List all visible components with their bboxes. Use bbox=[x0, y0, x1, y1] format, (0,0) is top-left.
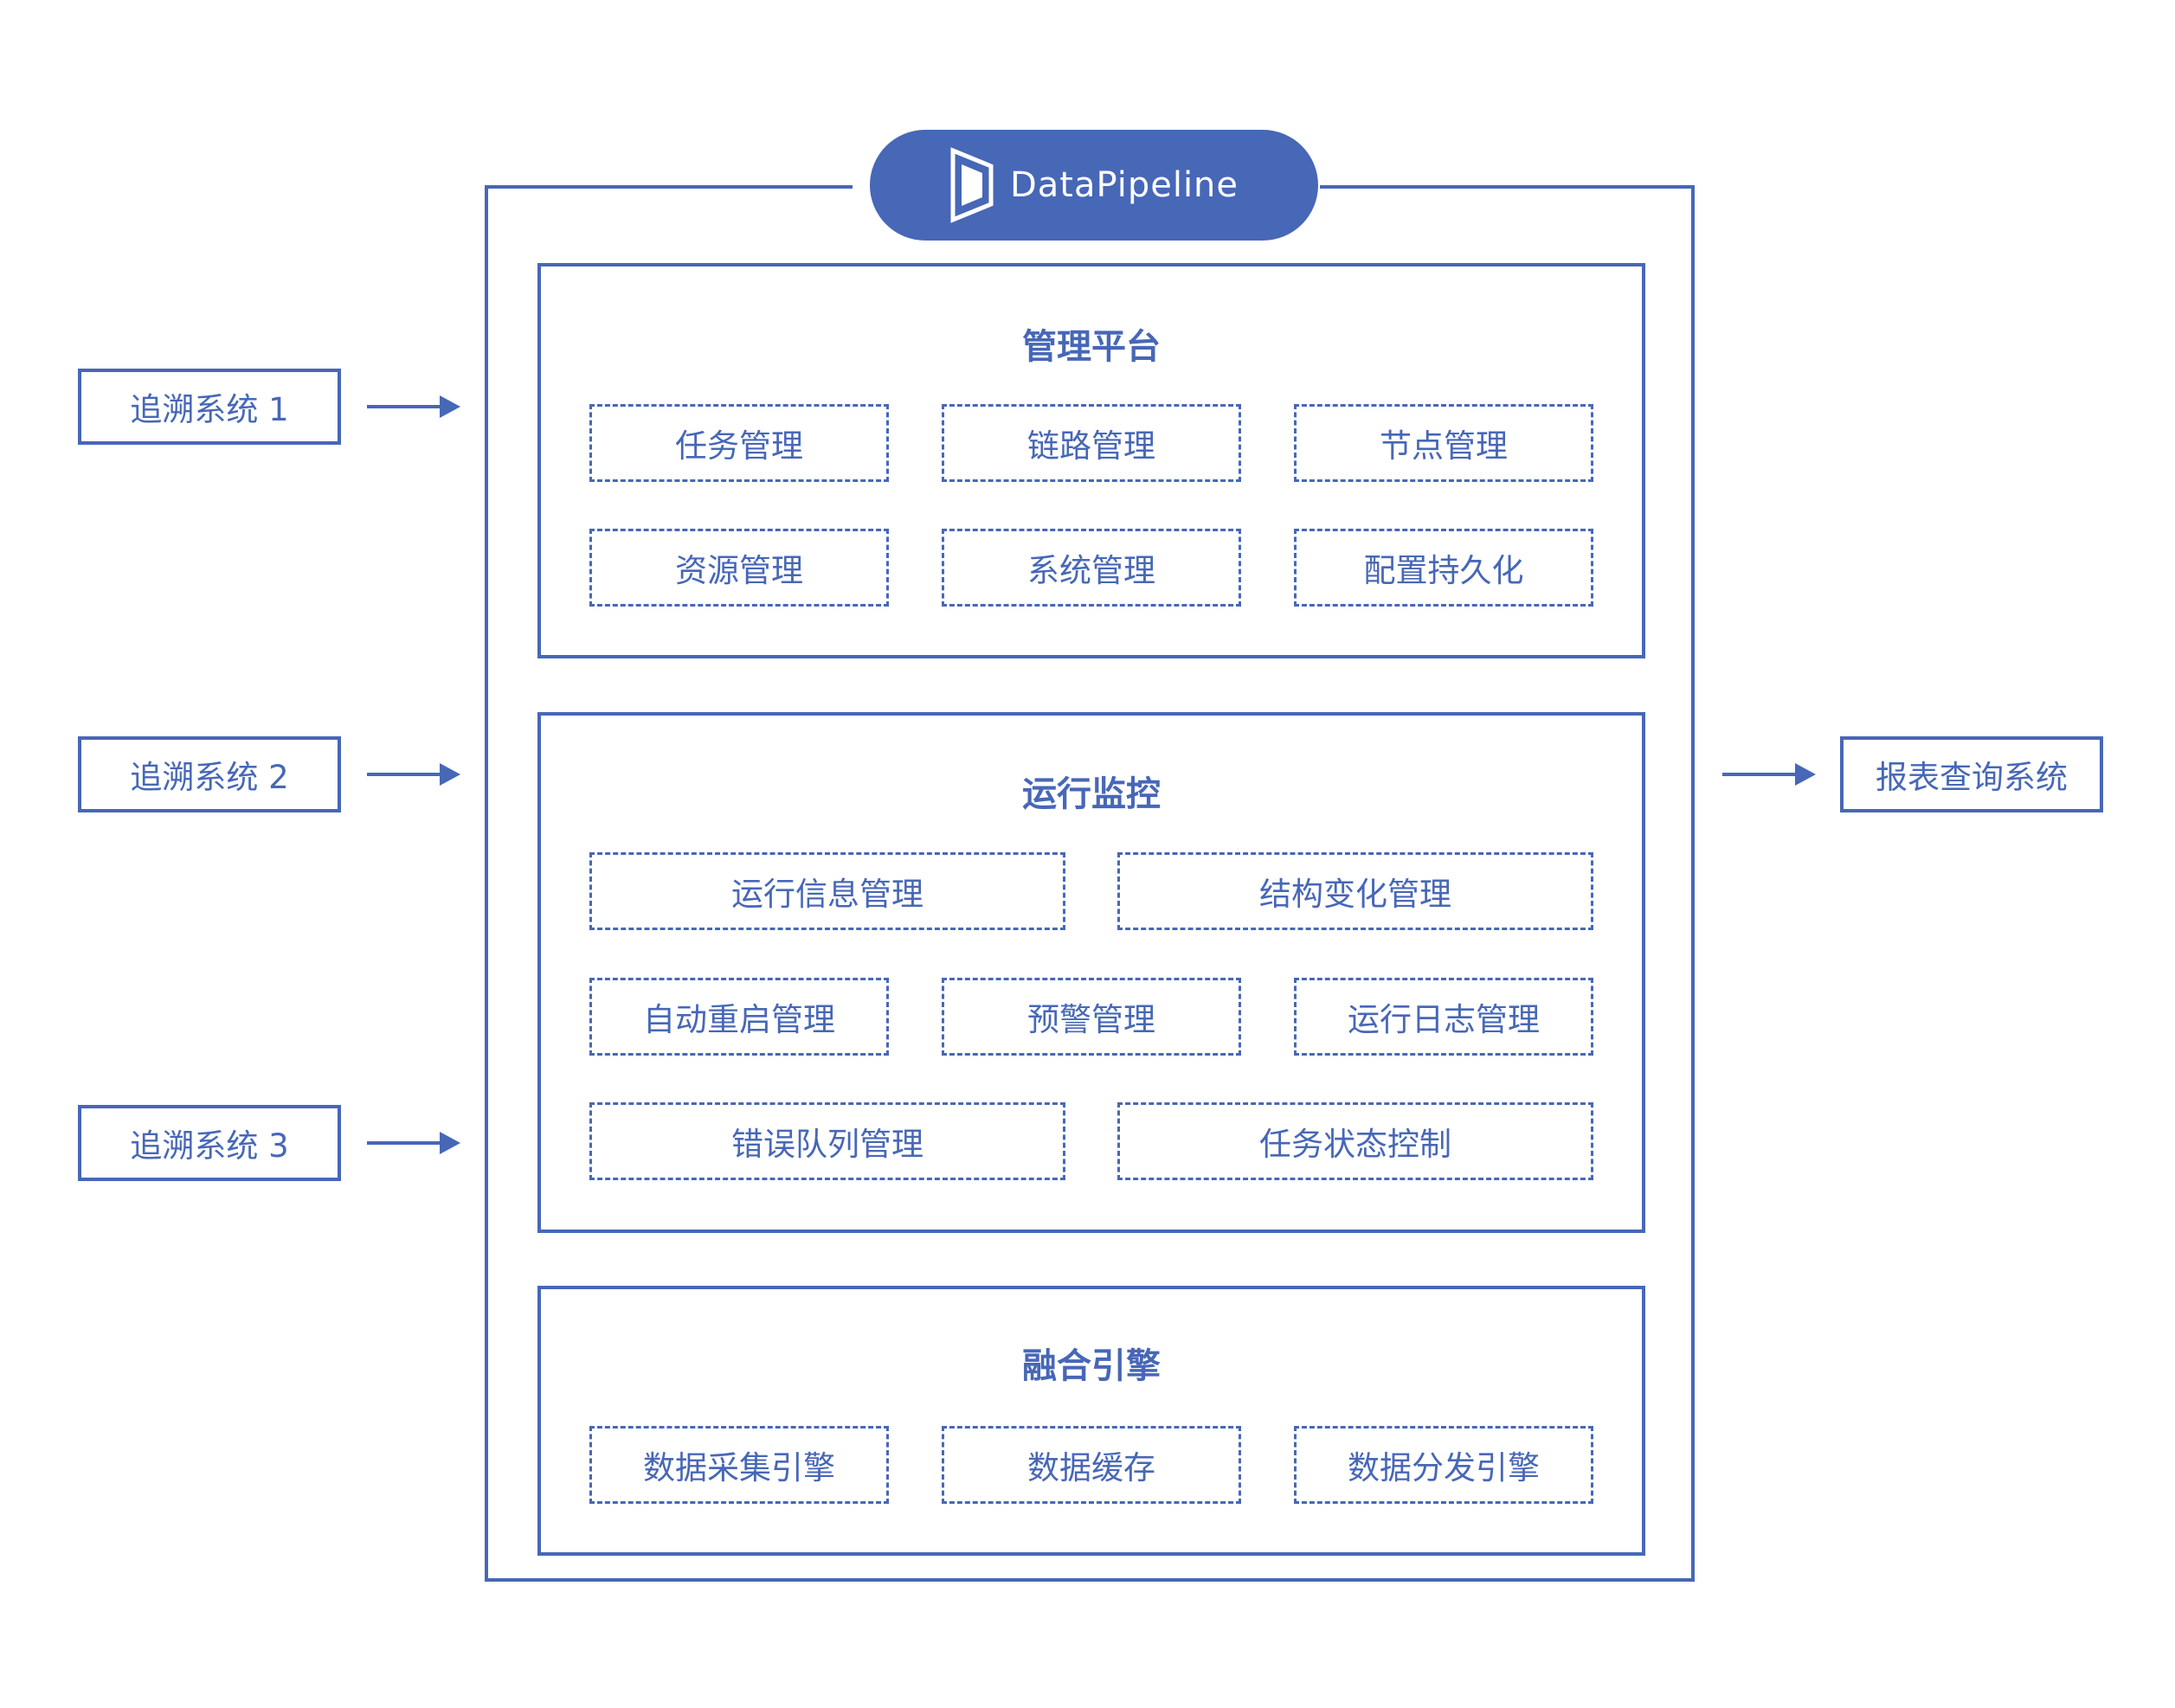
module-runtime-log-management: 运行日志管理 bbox=[1294, 978, 1593, 1056]
output-report-system: 报表查询系统 bbox=[1840, 736, 2103, 812]
module-data-distribution-engine: 数据分发引擎 bbox=[1294, 1426, 1593, 1504]
datapipeline-logo-text: DataPipeline bbox=[1009, 165, 1239, 205]
module-runtime-info-management: 运行信息管理 bbox=[589, 852, 1065, 930]
module-system-management: 系统管理 bbox=[942, 529, 1241, 607]
module-task-management: 任务管理 bbox=[589, 404, 889, 482]
module-error-queue-management: 错误队列管理 bbox=[589, 1102, 1065, 1180]
arrow-output bbox=[1722, 761, 1816, 787]
arrow-input-3 bbox=[367, 1130, 460, 1156]
module-link-management: 链路管理 bbox=[942, 404, 1241, 482]
section-management-title: 管理平台 bbox=[1022, 327, 1161, 367]
datapipeline-logo-pill: DataPipeline bbox=[870, 130, 1318, 241]
input-system-1: 追溯系统 1 bbox=[78, 369, 341, 445]
module-task-state-control: 任务状态控制 bbox=[1117, 1102, 1593, 1180]
module-data-cache: 数据缓存 bbox=[942, 1426, 1241, 1504]
section-monitoring-title: 运行监控 bbox=[1022, 774, 1161, 814]
input-system-2: 追溯系统 2 bbox=[78, 736, 341, 812]
module-resource-management: 资源管理 bbox=[589, 529, 889, 607]
module-schema-change-management: 结构变化管理 bbox=[1117, 852, 1593, 930]
arrow-input-2 bbox=[367, 761, 460, 787]
module-config-persistence: 配置持久化 bbox=[1294, 529, 1593, 607]
section-monitoring: 运行监控 bbox=[537, 712, 1645, 1233]
module-node-management: 节点管理 bbox=[1294, 404, 1593, 482]
section-engine-title: 融合引擎 bbox=[1022, 1346, 1161, 1386]
module-auto-restart-management: 自动重启管理 bbox=[589, 978, 889, 1056]
input-system-3: 追溯系统 3 bbox=[78, 1105, 341, 1181]
module-alert-management: 预警管理 bbox=[942, 978, 1241, 1056]
arrow-input-1 bbox=[367, 394, 460, 420]
section-management: 管理平台 bbox=[537, 263, 1645, 658]
section-engine: 融合引擎 bbox=[537, 1286, 1645, 1556]
module-data-collection-engine: 数据采集引擎 bbox=[589, 1426, 889, 1504]
datapipeline-logo-icon bbox=[950, 147, 994, 223]
